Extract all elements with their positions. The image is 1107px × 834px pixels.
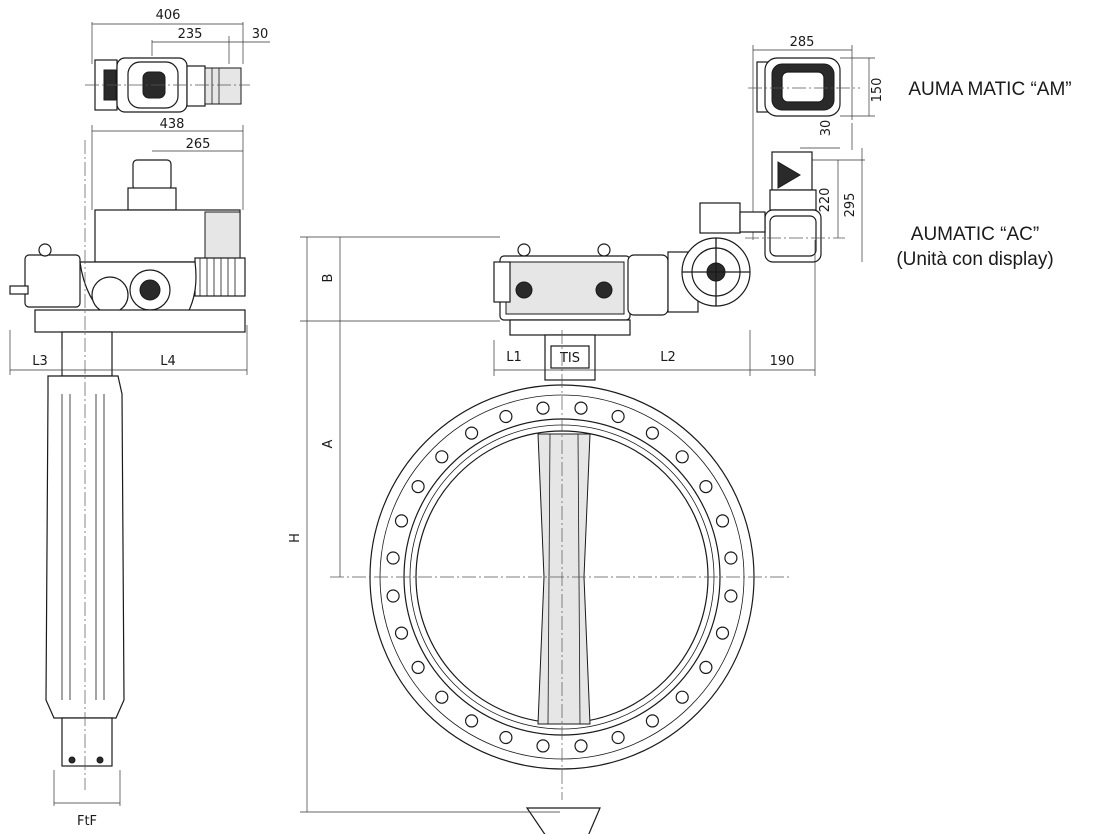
dim-265: 265 — [186, 137, 211, 152]
bolt-hole — [394, 514, 409, 528]
bolt-hole — [724, 551, 738, 565]
bolt-hole — [574, 401, 588, 415]
dim-406: 406 — [156, 8, 181, 23]
bolt-hole — [574, 739, 588, 753]
bolt-hole — [386, 551, 400, 565]
flange-bolt-holes — [386, 401, 738, 753]
valve-front-view: TIS — [300, 236, 816, 834]
bolt-hole — [645, 714, 660, 728]
dim-220: 220 — [818, 188, 833, 213]
bolt-hole — [724, 589, 738, 603]
bolt-hole — [499, 730, 513, 745]
dim-295: 295 — [843, 193, 858, 218]
bolt-hole — [536, 401, 550, 415]
bolt-hole — [611, 730, 625, 745]
label-aumatic-ac-subtitle: (Unità con display) — [896, 249, 1054, 270]
bolt-hole — [411, 480, 425, 494]
dim-285: 285 — [790, 35, 815, 50]
bolt-hole — [675, 450, 689, 464]
label-auma-matic-am: AUMA MATIC “AM” — [908, 79, 1072, 100]
bolt-hole — [536, 739, 550, 753]
bolt-hole — [699, 660, 713, 675]
dim-L1: L1 — [506, 350, 522, 365]
dim-H: H — [288, 533, 303, 543]
bolt-hole — [675, 690, 689, 704]
left-side-view — [9, 125, 248, 806]
dim-150: 150 — [870, 78, 885, 103]
label-aumatic-ac: AUMATIC “AC” — [910, 224, 1040, 245]
bolt-hole — [435, 690, 449, 704]
dim-A: A — [321, 439, 336, 448]
bolt-hole — [715, 514, 730, 528]
dim-235: 235 — [178, 27, 203, 42]
bolt-hole — [611, 409, 625, 424]
top-actuator-plan-view — [85, 22, 270, 113]
bolt-hole — [699, 480, 713, 494]
dim-FtF: FtF — [77, 814, 97, 829]
dim-30-right: 30 — [819, 120, 834, 137]
bolt-hole — [465, 714, 479, 728]
dim-30-top: 30 — [252, 27, 269, 42]
right-actuator-views — [699, 45, 875, 263]
bolt-hole — [411, 660, 425, 675]
dim-L4: L4 — [160, 354, 176, 369]
dim-L3: L3 — [32, 354, 48, 369]
bolt-hole — [386, 589, 400, 603]
bolt-hole — [645, 426, 660, 440]
dim-L2: L2 — [660, 350, 676, 365]
dim-438: 438 — [160, 117, 185, 132]
tis-logo-text: TIS — [559, 351, 580, 366]
bolt-hole — [499, 409, 513, 424]
bolt-hole — [715, 626, 730, 640]
bolt-hole — [435, 450, 449, 464]
bolt-hole — [394, 626, 409, 640]
bolt-hole — [465, 426, 479, 440]
dim-B: B — [321, 274, 336, 283]
dim-190: 190 — [770, 354, 795, 369]
